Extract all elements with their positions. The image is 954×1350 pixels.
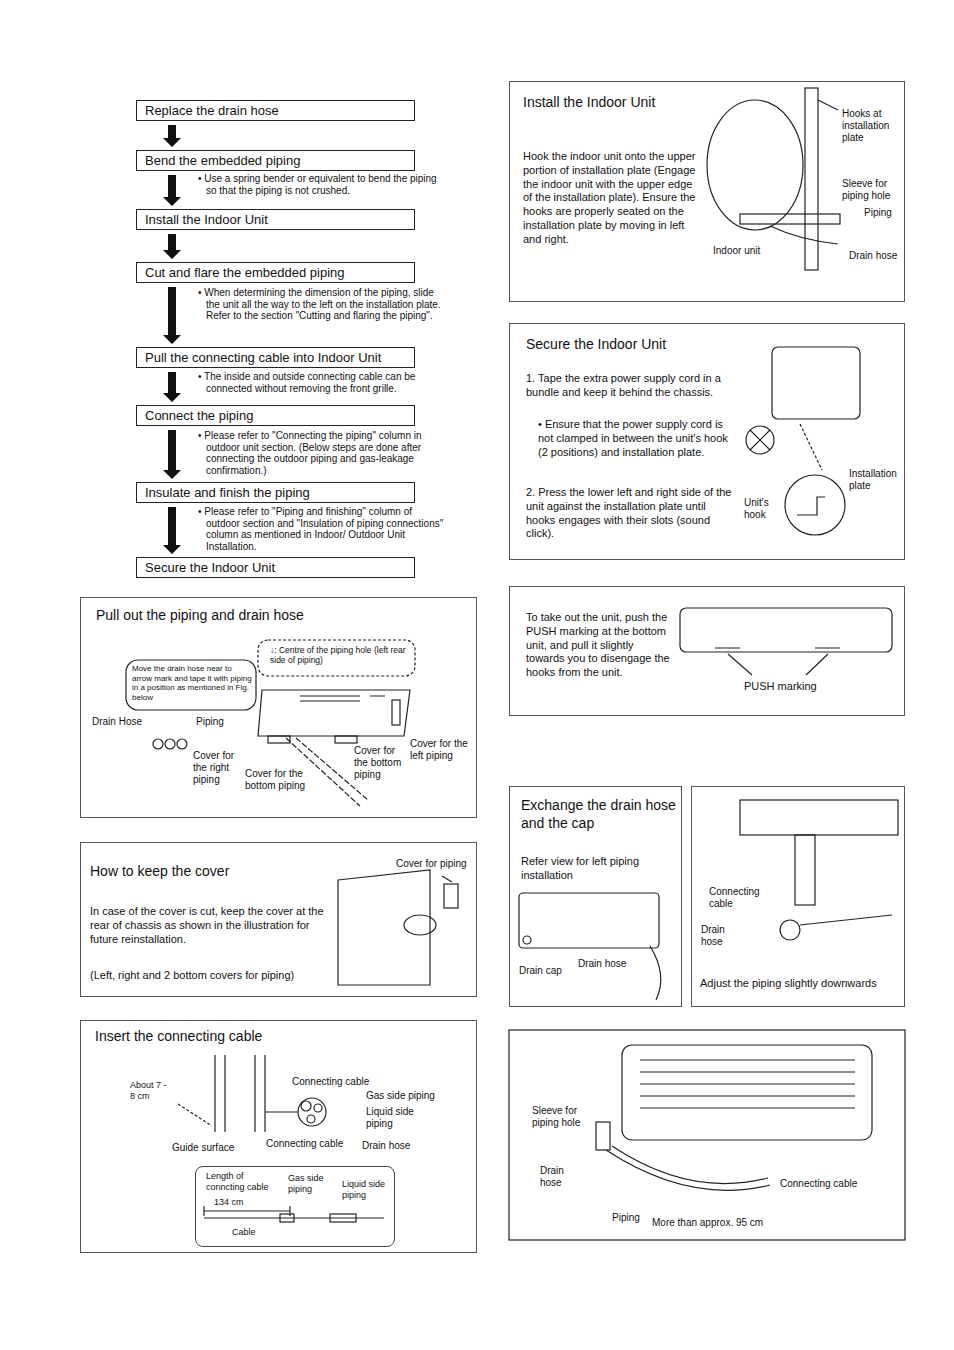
callout-label: ↓: Centre of the piping hole (left rear …	[270, 645, 410, 665]
callout-label: Cover for the bottom piping	[354, 745, 409, 781]
process-box: Connect the piping	[136, 405, 415, 426]
step-text: Bend the embedded piping	[145, 153, 300, 168]
note-text: • Please refer to "Connecting the piping…	[198, 430, 448, 476]
instruction-panel: Secure the Indoor Unit 1. Tape the extra …	[509, 323, 905, 560]
panel-text: Refer view for left piping installation	[521, 855, 673, 883]
callout-label: Connecting cable	[709, 886, 767, 910]
flow-arrow	[163, 507, 181, 554]
process-box: Cut and flare the embedded piping	[136, 262, 415, 283]
panel-title: Insert the connecting cable	[95, 1028, 465, 1046]
panel-text: Hook the indoor unit onto the upper port…	[523, 150, 698, 246]
callout-label: Drain hose	[362, 1140, 422, 1152]
dimension-box: Length of conncting cable 134 cm Cable Gas …	[195, 1166, 395, 1247]
panel-text: Cable	[232, 1227, 272, 1238]
panel-text: In case of the cover is cut, keep the co…	[90, 905, 330, 946]
process-box: Bend the embedded piping	[136, 150, 415, 171]
callout-label: Piping	[864, 207, 904, 219]
flow-arrow	[163, 175, 181, 206]
callout-label: Indoor unit	[713, 245, 773, 257]
callout-label: Drain Hose	[92, 716, 152, 728]
step-text: Connect the piping	[145, 408, 253, 423]
callout-label: Cover for the right piping	[193, 750, 243, 786]
panel-text: Adjust the piping slightly downwards	[700, 977, 902, 991]
callout-label: Liquid side piping	[366, 1106, 421, 1130]
flow-arrow	[163, 234, 181, 259]
step-text: Secure the Indoor Unit	[145, 560, 275, 575]
callout-label: Cover for piping	[396, 858, 471, 870]
note-text: • The inside and outside connecting cabl…	[198, 371, 448, 394]
panel-text: Length of conncting cable	[206, 1171, 278, 1194]
panel-text: • Ensure that the power supply cord is n…	[538, 418, 738, 459]
callout-label: Drain hose	[578, 958, 633, 970]
callout-label: About 7 - 8 cm	[130, 1080, 172, 1102]
step-text: Replace the drain hose	[145, 103, 279, 118]
callout-label: Sleeve for piping hole	[842, 178, 900, 202]
panel-text: 2. Press the lower left and right side o…	[526, 486, 738, 541]
callout-label: Drain cap	[519, 965, 574, 977]
callout-label: Move the drain hose near to arrow mark a…	[132, 664, 252, 702]
callout-label: Unit's hook	[744, 497, 784, 521]
callout-label: Drain hose	[849, 250, 904, 262]
process-box: Insulate and finish the piping	[136, 482, 415, 503]
callout-label: Gas side piping	[366, 1090, 456, 1102]
callout-label: More than approx. 95 cm	[652, 1217, 782, 1229]
note-text: • Please refer to "Piping and finishing"…	[198, 506, 448, 552]
flow-arrow	[163, 430, 181, 479]
panel-text: 134 cm	[214, 1197, 264, 1208]
panel-title: Secure the Indoor Unit	[526, 336, 826, 354]
process-box: Secure the Indoor Unit	[136, 557, 415, 578]
process-box: Replace the drain hose	[136, 100, 415, 121]
step-text: Install the Indoor Unit	[145, 212, 268, 227]
callout-label: Cover for the bottom piping	[245, 768, 310, 792]
note-text: • Use a spring bender or equivalent to b…	[198, 173, 448, 196]
process-box: Install the Indoor Unit	[136, 209, 415, 230]
callout-label: Sleeve for piping hole	[532, 1105, 594, 1129]
panel-title: Install the Indoor Unit	[523, 94, 823, 112]
instruction-panel: To take out the unit, push the PUSH mark…	[509, 586, 905, 716]
panel-text: Gas side piping	[288, 1173, 338, 1196]
flow-arrow	[163, 287, 181, 344]
callout-label: Installation plate	[849, 468, 904, 492]
callout-label: Piping	[196, 716, 236, 728]
callout-label: Drain hose	[701, 924, 741, 948]
callout-label: Cover for the left piping	[410, 738, 472, 762]
step-text: Pull the connecting cable into Indoor Un…	[145, 350, 381, 365]
callout-label: PUSH marking	[744, 680, 834, 693]
callout-label: Piping	[612, 1212, 652, 1224]
flow-arrow	[163, 125, 181, 147]
callout-label: Connecting cable	[780, 1178, 880, 1190]
flow-arrow	[163, 372, 181, 402]
panel-title: How to keep the cover	[90, 863, 390, 881]
panel-title: Pull out the piping and drain hose	[96, 607, 466, 625]
callout-label: Hooks at installation plate	[842, 108, 900, 144]
process-box: Pull the connecting cable into Indoor Un…	[136, 347, 415, 368]
callout-label: Connecting cable	[292, 1076, 377, 1088]
instruction-panel: Insert the connecting cableLength of con…	[80, 1020, 477, 1253]
callout-label: Drain hose	[540, 1165, 580, 1189]
panel-text: To take out the unit, push the PUSH mark…	[526, 611, 674, 680]
callout-label: Guide surface	[172, 1142, 247, 1154]
panel-title: Exchange the drain hose and the cap	[521, 797, 676, 832]
step-text: Insulate and finish the piping	[145, 485, 310, 500]
panel-text: (Left, right and 2 bottom covers for pip…	[90, 969, 390, 983]
panel-text: 1. Tape the extra power supply cord in a…	[526, 372, 738, 400]
note-text: • When determining the dimension of the …	[198, 287, 448, 322]
callout-label: Connecting cable	[266, 1138, 354, 1150]
panel-text: Liquid side piping	[342, 1179, 392, 1202]
step-text: Cut and flare the embedded piping	[145, 265, 344, 280]
